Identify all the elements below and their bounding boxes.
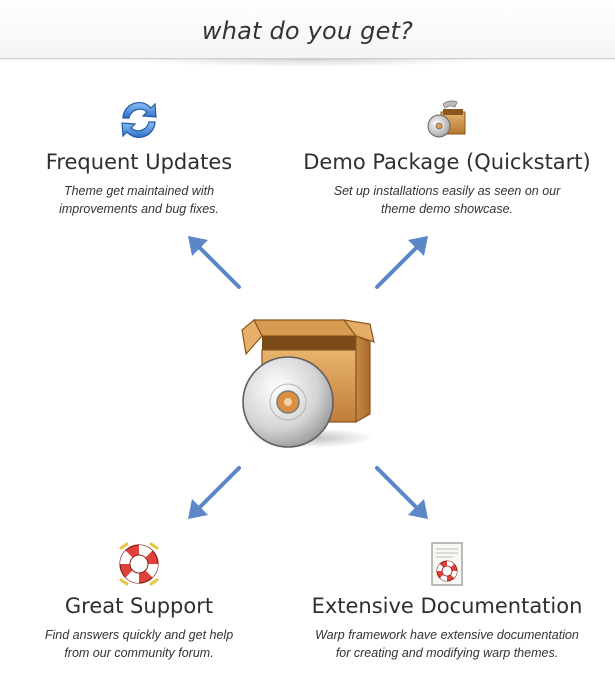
description-line: improvements and bug fixes. (59, 202, 219, 216)
arrow-down-right-icon (375, 466, 428, 519)
description-line: for creating and modifying warp themes. (335, 646, 559, 660)
feature-description: Find answers quickly and get help from o… (0, 626, 289, 662)
description-line: from our community forum. (64, 646, 214, 660)
feature-great-support: Great Support Find answers quickly and g… (0, 540, 289, 662)
feature-title: Frequent Updates (45, 150, 233, 174)
page-title: what do you get? (201, 17, 414, 45)
description-line: Theme get maintained with (63, 184, 215, 198)
header-divider (0, 58, 615, 59)
arrow-up-right-icon (375, 236, 428, 289)
description-line: theme demo showcase. (380, 202, 513, 216)
feature-demo-package: Demo Package (Quickstart) Set up install… (297, 96, 597, 218)
feature-frequent-updates: Frequent Updates Theme get maintained wi… (0, 96, 289, 218)
feature-description: Set up installations easily as seen on o… (297, 182, 597, 218)
arrow-up-left-icon (188, 236, 241, 289)
feature-title: Demo Package (Quickstart) (303, 150, 591, 174)
header: what do you get? (0, 0, 615, 67)
box-with-disc-icon (241, 319, 375, 448)
header-shadow (120, 59, 495, 67)
refresh-icon (121, 101, 157, 139)
feature-description: Warp framework have extensive documentat… (297, 626, 597, 662)
description-line: Set up installations easily as seen on o… (333, 184, 561, 198)
feature-title: Great Support (64, 594, 214, 618)
feature-description: Theme get maintained with improvements a… (0, 182, 289, 218)
description-line: Find answers quickly and get help (44, 628, 234, 642)
document-lifebuoy-icon (431, 542, 463, 586)
package-disc-icon (427, 100, 466, 138)
arrow-down-left-icon (188, 466, 241, 519)
feature-title: Extensive Documentation (311, 594, 583, 618)
description-line: Warp framework have extensive documentat… (315, 628, 579, 642)
feature-extensive-documentation: Extensive Documentation Warp framework h… (297, 540, 597, 662)
lifebuoy-icon (119, 542, 159, 586)
